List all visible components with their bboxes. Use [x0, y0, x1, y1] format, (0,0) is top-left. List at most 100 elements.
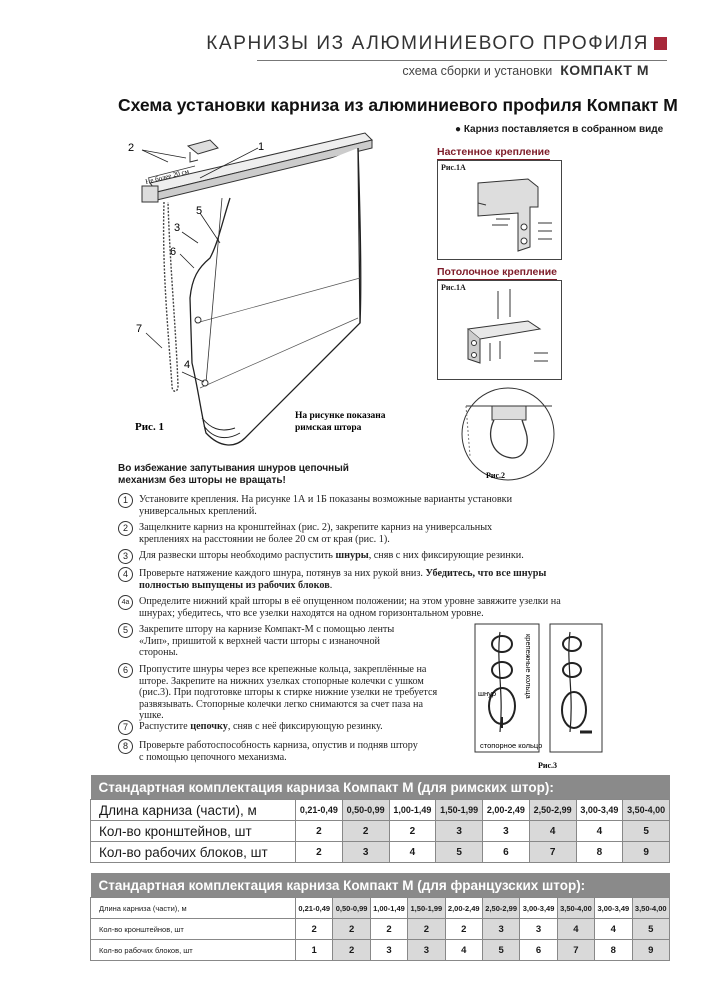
table-row: Кол-во кронштейнов, шт 2 2 2 2 2 3 3 4 4… [90, 918, 671, 940]
table-cell: 2,00-2,49 [482, 799, 530, 821]
label-2: 2 [128, 142, 134, 154]
row-label: Кол-во рабочих блоков, шт [90, 939, 296, 961]
step-text-part: Проверьте натяжение каждого шнура, потян… [139, 568, 426, 579]
fig3-ring-detail: крепежные кольца шнур стопорное кольцо Р… [474, 623, 603, 770]
step-number: 5 [118, 623, 133, 638]
step-text: Для развески шторы необходимо распустить… [139, 550, 524, 564]
delivery-note-text: Карниз поставляется в собранном виде [463, 124, 664, 135]
label-1: 1 [258, 141, 264, 153]
table-row: Длина карниза (части), м 0,21-0,49 0,50-… [90, 897, 671, 919]
table-cell: 3 [481, 918, 521, 940]
table-cell: 2,00-2,49 [444, 897, 483, 919]
step-text-bold: Убедитесь, что все шнуры полностью выпущ… [139, 568, 547, 591]
table-cell: 3,50-4,00 [631, 897, 671, 919]
warning-text: Во избежание запутывания шнуров цепочный… [118, 463, 349, 486]
step-text-part: . [329, 579, 333, 591]
step-number: 8 [118, 739, 133, 754]
table-cell: 3,00-3,49 [519, 897, 558, 919]
ceiling-mount-figure: Рис.1А [437, 280, 562, 380]
table-cell: 0,21-0,49 [295, 799, 343, 821]
ceiling-bracket-drawing [466, 289, 548, 364]
table-cell: 1,50-1,99 [435, 799, 483, 821]
row-label: Кол-во кронштейнов, шт [90, 820, 296, 842]
step-8: 8 Проверьте работоспособность карниза, оп… [118, 739, 418, 763]
table-cell: 1,00-1,49 [388, 799, 437, 821]
ceiling-mount-caption: Рис.1А [441, 283, 466, 292]
step-5: 5 Закрепите штору на карнизе Компакт-М с … [118, 623, 408, 659]
table-cell: 4 [556, 918, 596, 940]
wall-mount-label: Настенное крепление [437, 146, 550, 160]
step-text: Установите крепления. На рисунке 1А и 1Б… [139, 494, 513, 517]
spec-table-roman: Стандартная комплектация карниза Компакт… [90, 775, 670, 863]
step-text-bold: цепочку [190, 721, 228, 732]
table-cell: 5 [435, 841, 483, 863]
step-text: Проверьте натяжение каждого шнура, потян… [139, 568, 578, 591]
wall-bracket-drawing [477, 178, 552, 252]
fig1-desc-line2: римская штора [295, 423, 362, 433]
table-cell: 3,00-3,49 [575, 799, 624, 821]
table-row: Длина карниза (части), м 0,21-0,49 0,50-… [90, 799, 670, 821]
step-text-part: Распустите [139, 721, 191, 732]
label-6: 6 [170, 246, 176, 258]
table-cell: 3 [519, 918, 558, 940]
step-number: 2 [118, 521, 133, 536]
step-text: Распустите цепочку, сняв с неё фиксирующ… [139, 721, 383, 735]
table-cell: 1 [294, 939, 334, 961]
header-model: КОМПАКТ М [560, 62, 649, 78]
step-2: 2 Защелкните карниз на кронштейнах (рис. … [118, 521, 538, 545]
fig3-cord-label: шнур [478, 689, 496, 698]
table-title: Стандартная комплектация карниза Компакт… [90, 775, 670, 800]
table-cell: 2 [369, 918, 409, 940]
header-subtitle-text: схема сборки и установки [402, 64, 553, 78]
label-5: 5 [196, 205, 202, 217]
table-cell: 1,00-1,49 [369, 897, 409, 919]
table-cell: 2 [332, 939, 371, 961]
table-cell: 7 [556, 939, 596, 961]
table-cell: 9 [631, 939, 671, 961]
table-cell: 4 [594, 918, 633, 940]
step-number: 6 [118, 663, 133, 678]
fig3-stop-label: стопорное кольцо [480, 741, 542, 750]
table-cell: 3 [369, 939, 409, 961]
table-cell: 3,00-3,49 [594, 897, 633, 919]
step-text-bold: шнуры [335, 550, 369, 561]
header-divider [257, 60, 667, 61]
label-3: 3 [174, 222, 180, 234]
step-text: Определите нижний край шторы в её опущен… [139, 596, 561, 619]
table-cell: 3 [435, 820, 483, 842]
table-cell: 4 [528, 820, 577, 842]
table-cell: 5 [481, 939, 521, 961]
fig2-caption: Рис.2 [486, 471, 505, 480]
step-text-part: , сняв с них фиксирующие резинки. [368, 550, 524, 561]
table-cell: 2 [295, 820, 343, 842]
table-cell: 3 [341, 841, 390, 863]
row-label: Длина карниза (части), м [90, 799, 296, 821]
table-cell: 2 [294, 918, 334, 940]
table-cell: 4 [388, 841, 437, 863]
table-cell: 5 [631, 918, 671, 940]
step-number: 4 [118, 567, 133, 582]
step-text: Защелкните карниз на кронштейнах (рис. 2… [139, 522, 493, 545]
step-number: 1 [118, 493, 133, 508]
step-1: 1 Установите крепления. На рисунке 1А и 1… [118, 493, 568, 517]
table-cell: 0,21-0,49 [294, 897, 334, 919]
step-text: Закрепите штору на карнизе Компакт-М с п… [139, 624, 395, 658]
step-number: 3 [118, 549, 133, 564]
label-7: 7 [136, 323, 142, 335]
delivery-note: ● Карниз поставляется в собранном виде [455, 124, 664, 135]
table-cell: 3 [407, 939, 446, 961]
table-cell: 2,50-2,99 [528, 799, 577, 821]
table-cell: 2 [332, 918, 371, 940]
step-number: 4а [118, 595, 133, 610]
table-cell: 3 [482, 820, 530, 842]
step-text: Проверьте работоспособность карниза, опу… [139, 740, 418, 763]
table-title: Стандартная комплектация карниза Компакт… [90, 873, 670, 898]
header-subtitle: схема сборки и установки КОМПАКТ М [402, 62, 649, 78]
step-4a: 4а Определите нижний край шторы в её опущ… [118, 595, 588, 619]
table-cell: 8 [575, 841, 624, 863]
table-row: Кол-во рабочих блоков, шт 1 2 3 3 4 5 6 … [90, 939, 671, 961]
table-row: Кол-во рабочих блоков, шт 2 3 4 5 6 7 8 … [90, 841, 670, 863]
table-cell: 2 [444, 918, 483, 940]
step-3: 3 Для развески шторы необходимо распустит… [118, 549, 588, 564]
